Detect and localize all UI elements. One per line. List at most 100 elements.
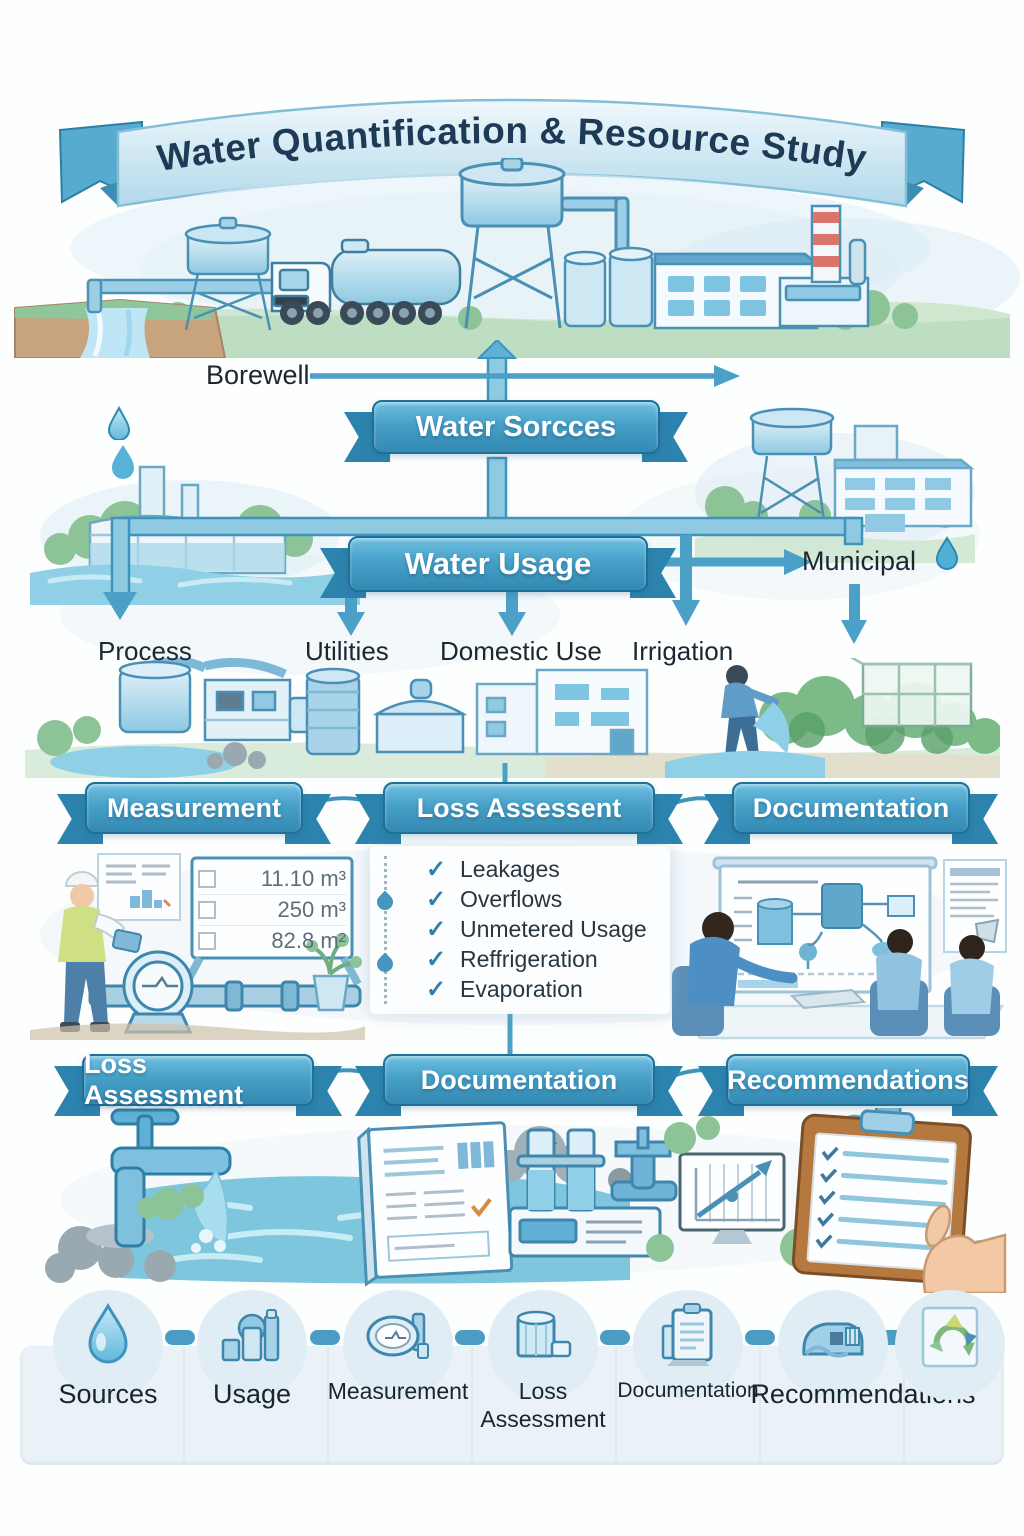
bushes [37, 716, 101, 756]
divider [327, 1348, 329, 1462]
hand [922, 1204, 1007, 1293]
usage-label-process: Process [98, 636, 192, 666]
usage-label-utilities: Utilities [305, 636, 389, 666]
banner-loss-assessment: Loss Assessment [54, 1049, 342, 1116]
reading-value: 250 m³ [277, 897, 346, 922]
meter-reading-row: 11.10 m³ [198, 864, 346, 895]
domestic-arrow [498, 592, 526, 636]
check-icon: ✓ [426, 975, 447, 1003]
municipal-down-arrow [841, 584, 867, 644]
irrigation-worker [721, 665, 790, 756]
loss-checklist-panel: ✓ Leakages ✓ Overflows ✓ Unmetered Usage… [370, 846, 670, 1014]
waterfall-illustration [14, 298, 227, 358]
tanker-truck [270, 238, 462, 325]
banner-label: Water Sorcces [372, 400, 660, 454]
connector-dash [310, 1330, 340, 1345]
divider [903, 1348, 905, 1462]
process-plant [118, 658, 332, 742]
connector-dash [165, 1330, 195, 1345]
domestic-building [475, 668, 649, 756]
checklist-item: ✓ Leakages [426, 855, 560, 883]
legend-item-documentation: Documentation [613, 1290, 763, 1470]
banner-measurement: Measurement [57, 782, 331, 844]
banner-water-sources: Water Sorcces [344, 400, 688, 462]
irrigation-scene [665, 658, 1000, 778]
banner-loss-assessent: Loss Assessent [355, 782, 683, 844]
pipe-tee-bar [110, 516, 864, 537]
banner-label: Recommendations [726, 1054, 970, 1106]
checklist-rows [815, 1146, 950, 1251]
checklist-item: ✓ Reffrigeration [426, 945, 598, 973]
water-drop-icon [935, 536, 959, 570]
banner-label: Loss Assessment [82, 1049, 314, 1110]
rocks [207, 742, 266, 769]
banner-label: Documentation [732, 782, 970, 834]
utilities-tanks [305, 667, 468, 756]
legend-item-usage: Usage [177, 1290, 327, 1470]
flow-diagram [734, 880, 915, 988]
reading-value: 82.8 m² [271, 928, 346, 953]
banner-label: Water Usage [348, 536, 648, 592]
factory [563, 204, 870, 330]
potted-plant [306, 933, 362, 1012]
water-drop-icon [107, 406, 131, 440]
municipal-label: Municipal [802, 546, 917, 576]
wall-chart [97, 853, 181, 921]
check-icon: ✓ [426, 915, 447, 943]
meter-reading-row: 82.8 m² [198, 926, 346, 956]
irrigation-arrow [672, 535, 700, 626]
process-elbow-arrow [103, 516, 137, 620]
banner-label: Loss Assessent [383, 782, 655, 834]
divider [183, 1348, 185, 1462]
checklist-item: ✓ Overflows [426, 885, 563, 913]
water-drop-icon [88, 1303, 128, 1364]
wall-poster [943, 859, 1007, 953]
up-arrow [476, 340, 518, 408]
pipe-vertical [486, 456, 508, 522]
borewell-arrow [310, 365, 740, 387]
divider [471, 1348, 473, 1462]
water-tanker-icon [802, 1322, 864, 1358]
flow-arrows-layer [103, 340, 959, 644]
municipal-building [833, 424, 975, 532]
banner-water-usage: Water Usage [320, 536, 676, 598]
check-icon: ✓ [426, 855, 447, 883]
report-document [357, 1121, 514, 1287]
legend-item-loss-assessment: Loss Assessment [468, 1290, 618, 1470]
person-left [672, 912, 798, 1036]
scene-municipal-supply [695, 407, 975, 563]
water-meter-icon [366, 1312, 429, 1359]
checklist-item: ✓ Unmetered Usage [426, 915, 647, 943]
municipal-water-tower [749, 407, 835, 529]
reading-value: 11.10 m³ [260, 866, 346, 891]
valve [610, 1126, 678, 1202]
title-ribbon: Water Quantification & Resource Study [58, 98, 966, 208]
recycle-icon [921, 1306, 979, 1368]
metering-apparatus [508, 1126, 678, 1258]
connector-dash [745, 1330, 775, 1345]
greenhouse [849, 658, 973, 728]
legend-item-measurement: Measurement [323, 1290, 473, 1470]
check-icon: ✓ [426, 885, 447, 913]
banner-recommendations: Recommendations [698, 1054, 998, 1116]
water-drop-icon [112, 445, 134, 479]
banner-documentation-2: Documentation [355, 1054, 683, 1116]
legend-item-sources: Sources [33, 1290, 183, 1470]
connector-dash [455, 1330, 485, 1345]
scene-water-usage [25, 658, 1000, 778]
growth-chart-monitor [678, 1152, 786, 1244]
storage-tank-icon [516, 1310, 572, 1358]
checkbox [198, 870, 216, 888]
scene-water-sources [14, 158, 1020, 358]
bottom-legend: Sources Usage Measurement [20, 1290, 1005, 1530]
papers [789, 988, 867, 1010]
banner-label: Measurement [85, 782, 303, 834]
person-center [870, 929, 928, 1036]
scene-documentation-meeting [672, 856, 1007, 1040]
checklist-rail [373, 856, 397, 1004]
bushes [137, 1184, 204, 1220]
scene-loss-and-recommendations [45, 1108, 1007, 1293]
usage-label-domestic: Domestic Use [440, 636, 602, 666]
buildings-icon [221, 1309, 280, 1362]
